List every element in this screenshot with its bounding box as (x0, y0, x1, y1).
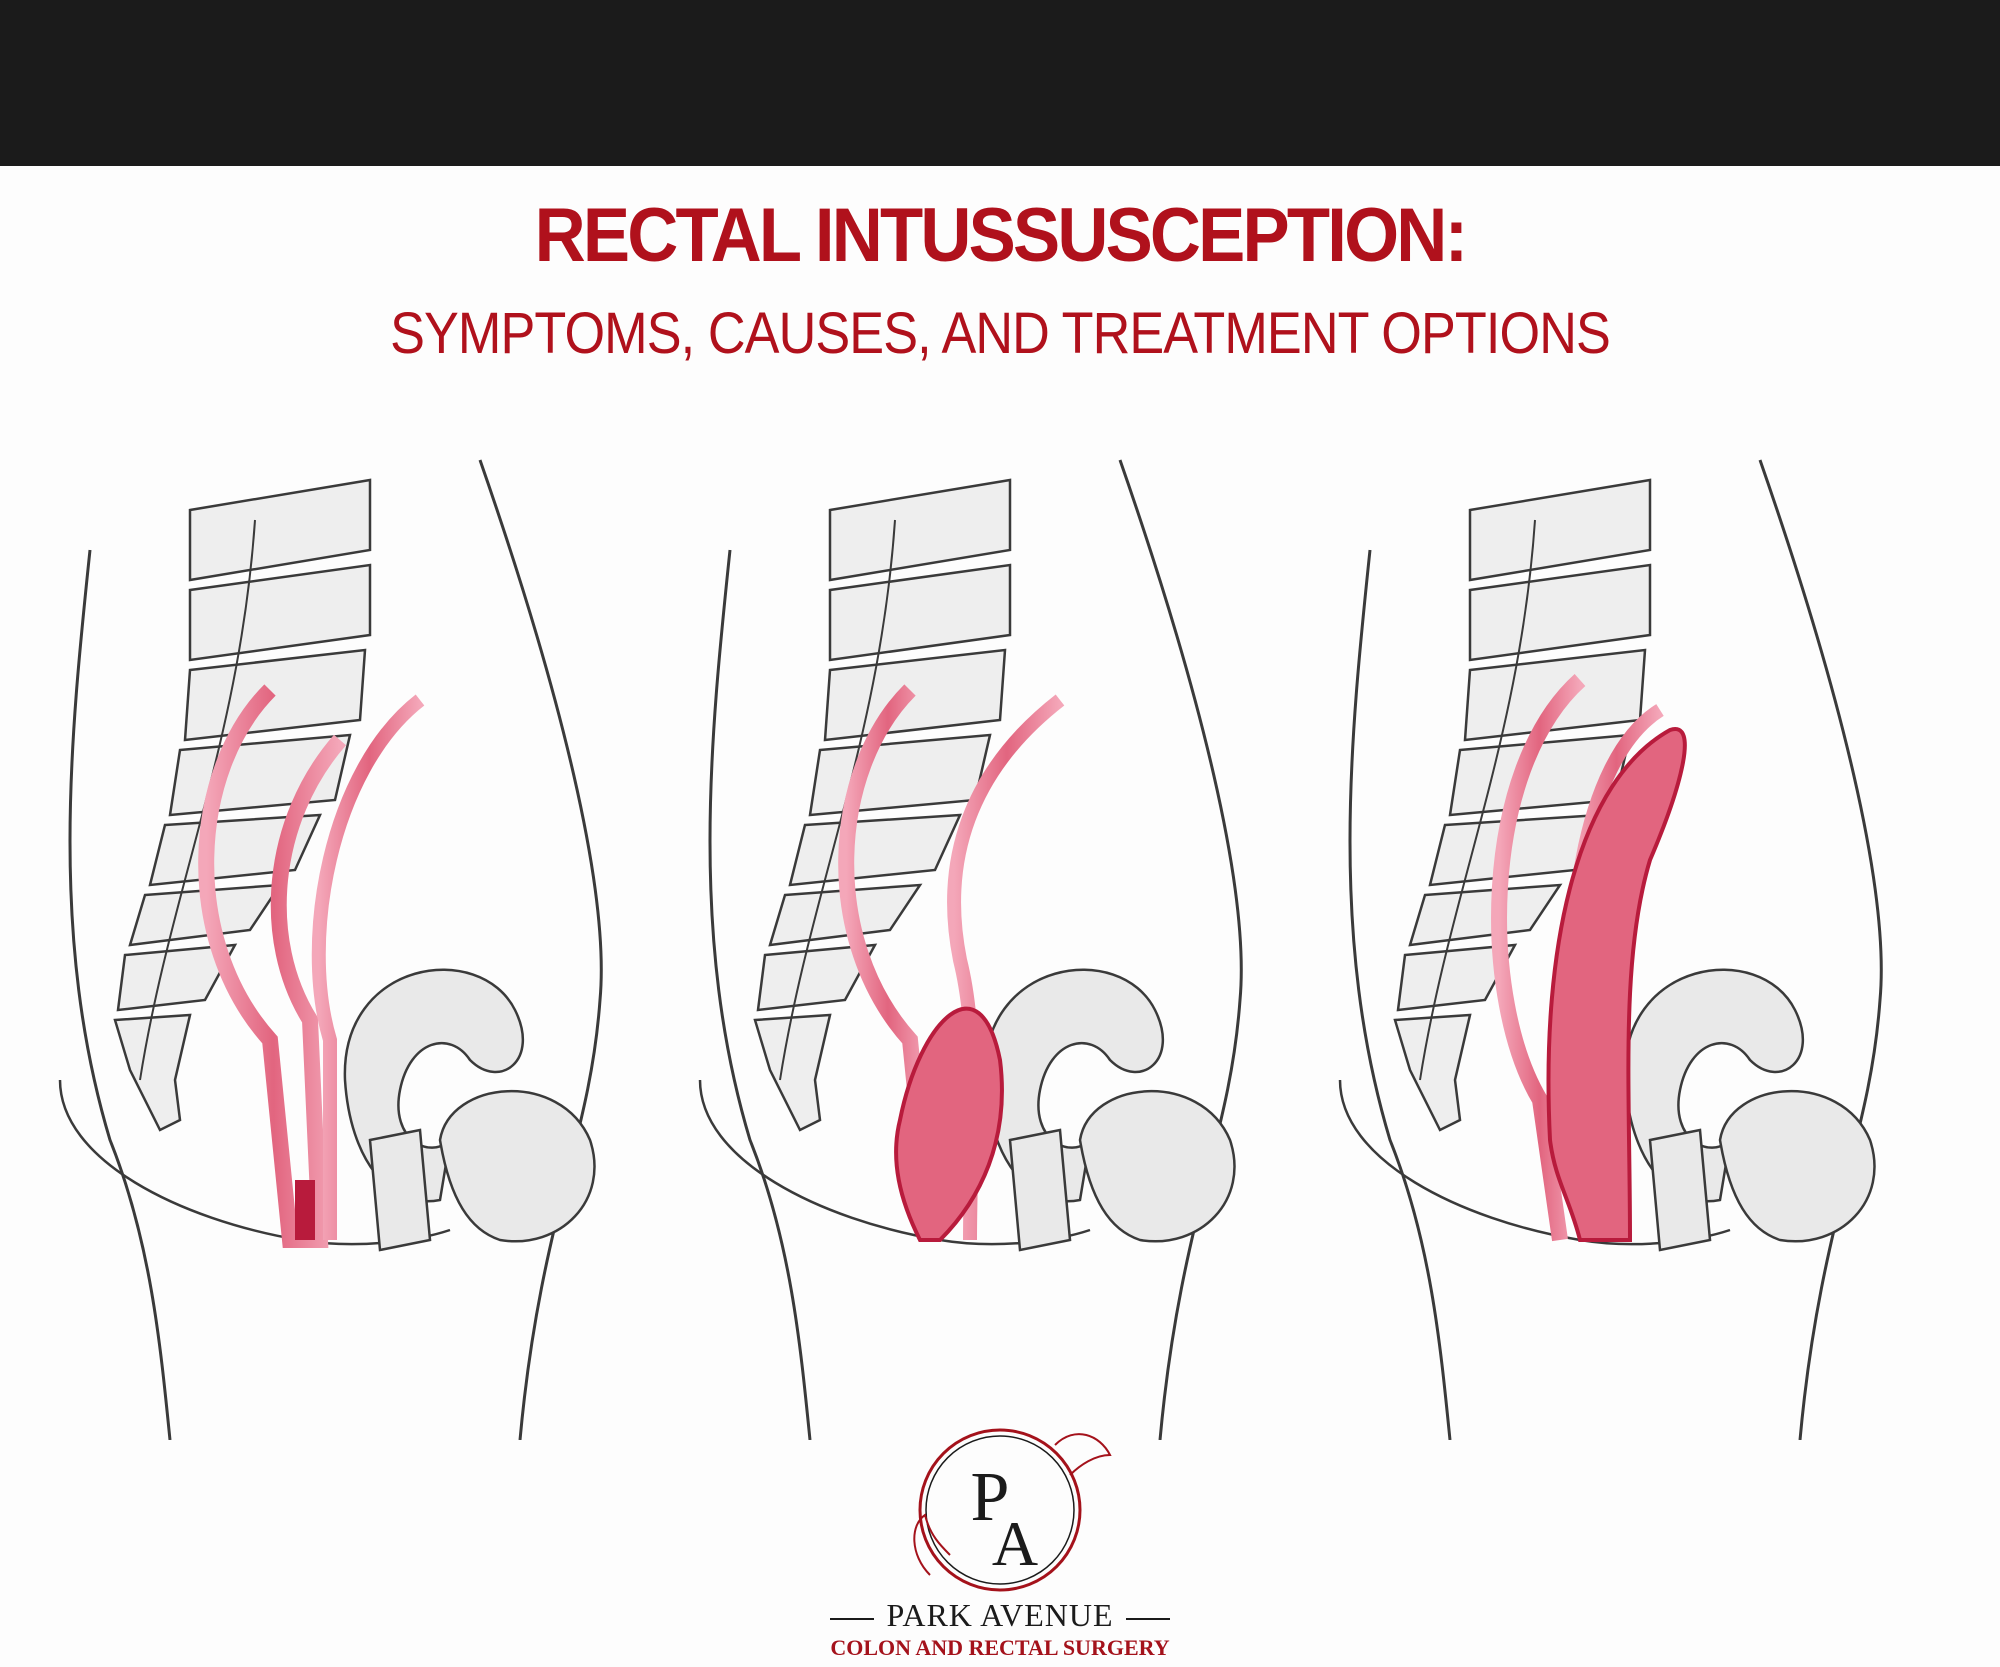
illustration-panels (58, 458, 1883, 1440)
page-subtitle: SYMPTOMS, CAUSES, AND TREATMENT OPTIONS (390, 301, 1611, 366)
rectum-partial-fold (894, 1006, 1004, 1242)
brand-name-row: PARK AVENUE (800, 1597, 1200, 1634)
park-avenue-logo: P A PARK AVENUE COLON AND RECTAL SURGERY (800, 1425, 1200, 1667)
panel-partial (698, 458, 1243, 1440)
page-title: RECTAL INTUSSUSCEPTION: (534, 193, 1468, 278)
panel-full (1338, 458, 1883, 1440)
flourish-icon (1054, 1433, 1112, 1476)
brand-name: PARK AVENUE (886, 1597, 1114, 1633)
monogram-emblem: P A (913, 1428, 1112, 1592)
flourish-icon (913, 1513, 951, 1576)
rectum-full-fold (1546, 727, 1687, 1242)
svg-text:P: P (971, 1459, 1010, 1536)
rectum-normal (198, 684, 347, 1248)
brand-tagline: COLON AND RECTAL SURGERY (830, 1635, 1170, 1660)
svg-text:A: A (992, 1508, 1038, 1579)
top-black-bar (0, 0, 2000, 166)
panel-normal (58, 458, 603, 1440)
